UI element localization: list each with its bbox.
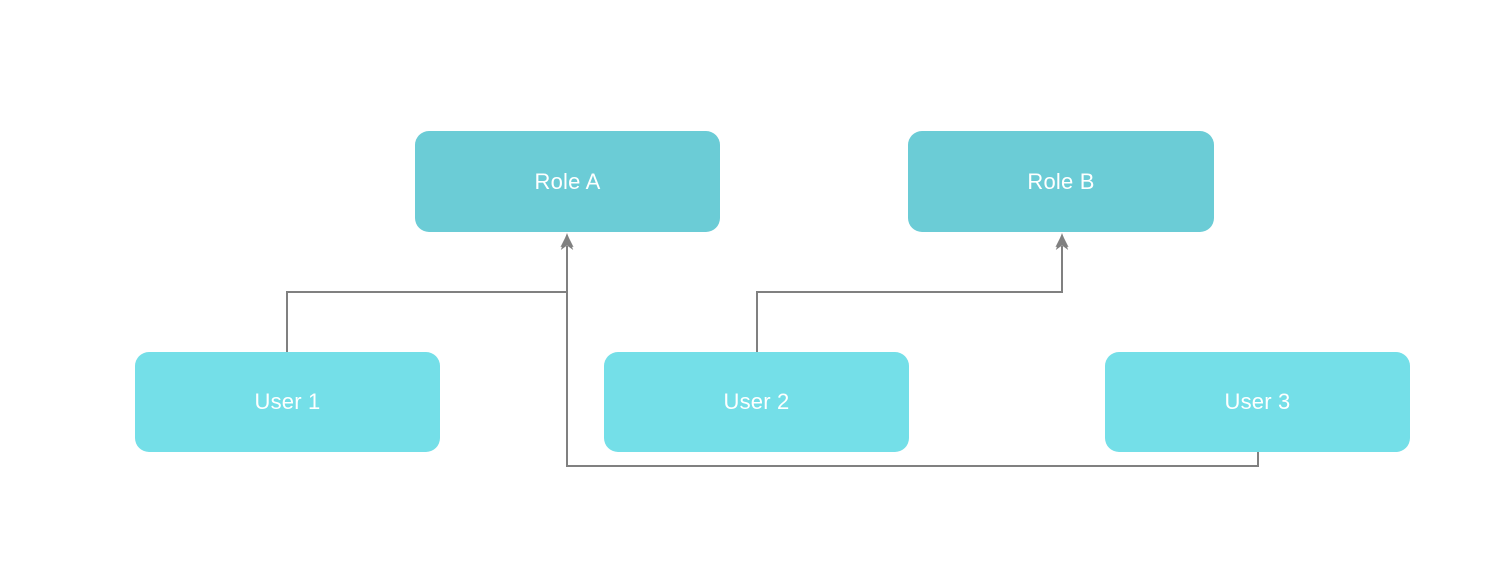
arrowhead-into-role-a [560, 233, 574, 250]
node-role-a[interactable]: Role A [415, 131, 720, 232]
node-label-user-2: User 2 [723, 389, 790, 414]
node-label-user-3: User 3 [1224, 389, 1291, 414]
edge-user2-to-roleb [756, 234, 1069, 352]
node-label-role-a: Role A [534, 168, 601, 194]
node-user-1[interactable]: User 1 [135, 352, 440, 452]
node-user-2[interactable]: User 2 [604, 352, 909, 452]
node-label-user-1: User 1 [254, 389, 321, 414]
node-role-b[interactable]: Role B [908, 131, 1214, 232]
node-user-3[interactable]: User 3 [1105, 352, 1410, 452]
node-label-role-b: Role B [1027, 168, 1095, 194]
arrowhead-into-role-b [1055, 233, 1069, 250]
edge-user1-to-rolea [286, 291, 567, 352]
